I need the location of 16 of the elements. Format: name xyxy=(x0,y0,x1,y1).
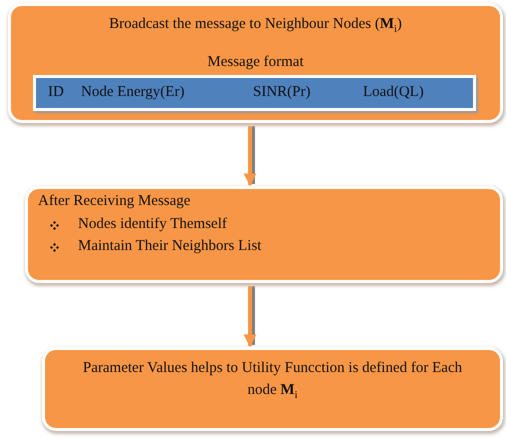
field-label: Load(QL) xyxy=(363,84,424,101)
text: Message format xyxy=(206,54,305,71)
bullet-item: Nodes identify Themself xyxy=(78,216,227,233)
message-format-bar xyxy=(33,75,476,111)
field-label: Node Energy(Er) xyxy=(81,84,184,101)
text: Broadcast the message to Neighbour Nodes (M$_{i}$) xyxy=(108,16,403,35)
field-label: SINR(Pr) xyxy=(253,84,311,101)
arrow xyxy=(244,286,256,348)
field-label: ID xyxy=(48,84,64,101)
process-box xyxy=(42,347,503,431)
process-box xyxy=(25,186,503,283)
bullet-item: Maintain Their Neighbors List xyxy=(78,238,262,255)
arrow xyxy=(244,126,256,186)
process-box xyxy=(8,3,503,123)
text: After Receiving Message xyxy=(38,193,190,210)
text: Parameter Values helps to Utility Funcction is defined for Each node M$_{i}$ xyxy=(82,359,464,403)
